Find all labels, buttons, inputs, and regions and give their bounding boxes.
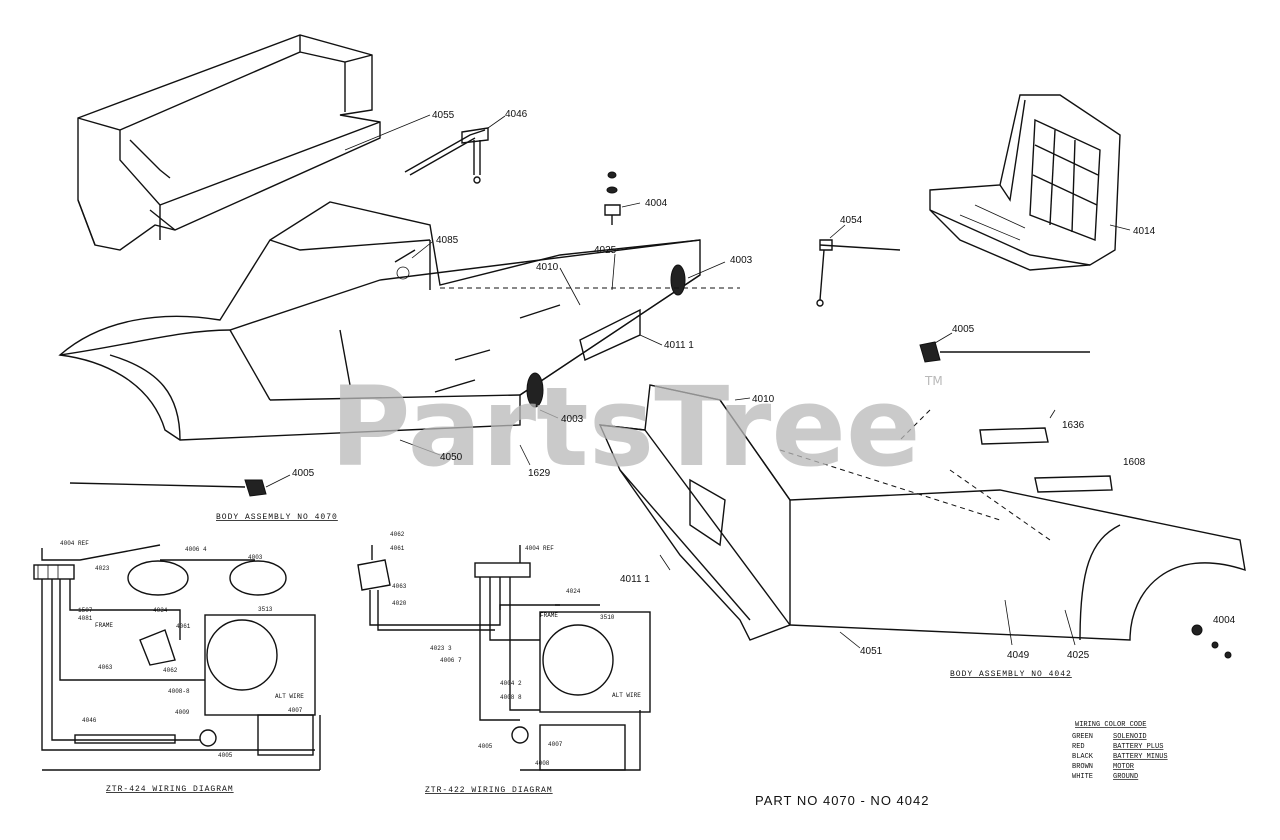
- seat-4055: [77, 34, 381, 251]
- callout-4046: 4046: [505, 109, 528, 120]
- callout-4003-top: 4003: [730, 255, 753, 266]
- legend-color-1: GREEN: [1072, 733, 1093, 741]
- callout-4003-low: 4003: [561, 414, 584, 425]
- w424-label-18: 4005: [218, 752, 233, 759]
- callout-4010-left: 4010: [536, 262, 559, 273]
- w424-label-15: 4009: [175, 709, 190, 716]
- watermark-tm: TM: [924, 374, 943, 388]
- legend-use-5: GROUND: [1113, 773, 1138, 781]
- callout-4004-right: 4004: [1213, 615, 1236, 626]
- w424-label-7: 4081: [78, 615, 93, 622]
- part-4005-right: [919, 332, 1090, 363]
- callout-4011-top: 4011 1: [664, 340, 694, 351]
- callout-4049: 4049: [1007, 650, 1030, 661]
- w424-label-12: 4063: [98, 664, 113, 671]
- callout-4004-top: 4004: [645, 198, 668, 209]
- w422-label-5: 4020: [392, 600, 407, 607]
- callout-1629: 1629: [528, 468, 551, 479]
- body-shell-4070: [58, 201, 701, 441]
- w424-label-8: 3513: [258, 606, 273, 613]
- legend-use-2: BATTERY PLUS: [1113, 743, 1163, 751]
- w422-label-15: 4007: [548, 741, 563, 748]
- w422-label-6: 4024: [566, 588, 581, 595]
- w424-label-2: 4006 4: [185, 546, 207, 553]
- w422-label-7: FRAME: [540, 612, 558, 619]
- w422-label-2: 4061: [390, 545, 405, 552]
- w424-label-4: 4023: [95, 565, 110, 572]
- w422-label-16: 4008: [535, 760, 550, 767]
- w422-label-4: 4063: [392, 583, 407, 590]
- w422-label-14: 4005: [478, 743, 493, 750]
- legend-color-3: BLACK: [1072, 753, 1094, 761]
- callout-4010-right: 4010: [752, 394, 775, 405]
- caption-ztr422: ZTR-422 WIRING DIAGRAM: [425, 786, 553, 795]
- legend-title: WIRING COLOR CODE: [1075, 721, 1146, 729]
- legend-use-4: MOTOR: [1113, 763, 1135, 771]
- legend-color-4: BROWN: [1072, 763, 1093, 771]
- w424-label-1: 4004 REF: [60, 540, 89, 547]
- legend-color-2: RED: [1072, 743, 1085, 751]
- legend-color-5: WHITE: [1072, 773, 1093, 781]
- w422-label-3: 4004 REF: [525, 545, 554, 552]
- body-shell-4042: [598, 384, 1246, 659]
- w424-label-5: 4034: [153, 607, 168, 614]
- callout-4014: 4014: [1133, 226, 1156, 237]
- w422-label-9: 4023 3: [430, 645, 452, 652]
- callout-4054: 4054: [840, 215, 863, 226]
- w422-label-1: 4062: [390, 531, 405, 538]
- callout-4011-low: 4011 1: [620, 574, 650, 585]
- callout-1608: 1608: [1123, 457, 1146, 468]
- leader-lines: [344, 114, 740, 466]
- w424-label-13: 4008-8: [168, 688, 190, 695]
- part-number: PART NO 4070 - NO 4042: [755, 793, 929, 808]
- watermark: PartsTree: [330, 363, 921, 491]
- w424-label-6: 1507: [78, 607, 93, 614]
- callout-4055: 4055: [432, 110, 455, 121]
- w422-label-8: 3510: [600, 614, 615, 621]
- w422-label-13: ALT WIRE: [612, 692, 641, 699]
- caption-ztr424: ZTR-424 WIRING DIAGRAM: [106, 785, 234, 794]
- w424-label-16: 4007: [288, 707, 303, 714]
- w424-label-10: 4061: [176, 623, 191, 630]
- callout-4050: 4050: [440, 452, 463, 463]
- callout-4051: 4051: [860, 646, 883, 657]
- part-4005-left: [69, 474, 291, 497]
- w424-label-17: 4046: [82, 717, 97, 724]
- legend-use-1: SOLENOID: [1113, 733, 1147, 741]
- part-4046: [404, 115, 506, 184]
- part-4004-top: [604, 171, 641, 225]
- w424-label-11: 4062: [163, 667, 178, 674]
- wiring-diagram-424: [33, 544, 321, 771]
- callout-4025-low: 4025: [1067, 650, 1090, 661]
- w424-label-3: 4003: [248, 554, 263, 561]
- w424-label-14: ALT WIRE: [275, 693, 304, 700]
- wiring-legend: WIRING COLOR CODE GREEN SOLENOID RED BAT…: [1072, 721, 1168, 781]
- legend-use-3: BATTERY MINUS: [1113, 753, 1168, 761]
- wiring-diagram-422: [357, 545, 651, 771]
- callout-4025-top: 4025: [594, 245, 617, 256]
- seat-4014: [929, 94, 1131, 271]
- callout-4005-right: 4005: [952, 324, 975, 335]
- caption-body-4070: BODY ASSEMBLY NO 4070: [216, 513, 338, 522]
- caption-body-4042: BODY ASSEMBLY NO 4042: [950, 670, 1072, 679]
- part-4054: [816, 224, 901, 307]
- w422-label-11: 4004 2: [500, 680, 522, 687]
- w424-label-9: FRAME: [95, 622, 113, 629]
- callout-4085: 4085: [436, 235, 459, 246]
- callout-1636: 1636: [1062, 420, 1085, 431]
- w422-label-10: 4006 7: [440, 657, 462, 664]
- w422-label-12: 4008 8: [500, 694, 522, 701]
- callout-4005-left: 4005: [292, 468, 315, 479]
